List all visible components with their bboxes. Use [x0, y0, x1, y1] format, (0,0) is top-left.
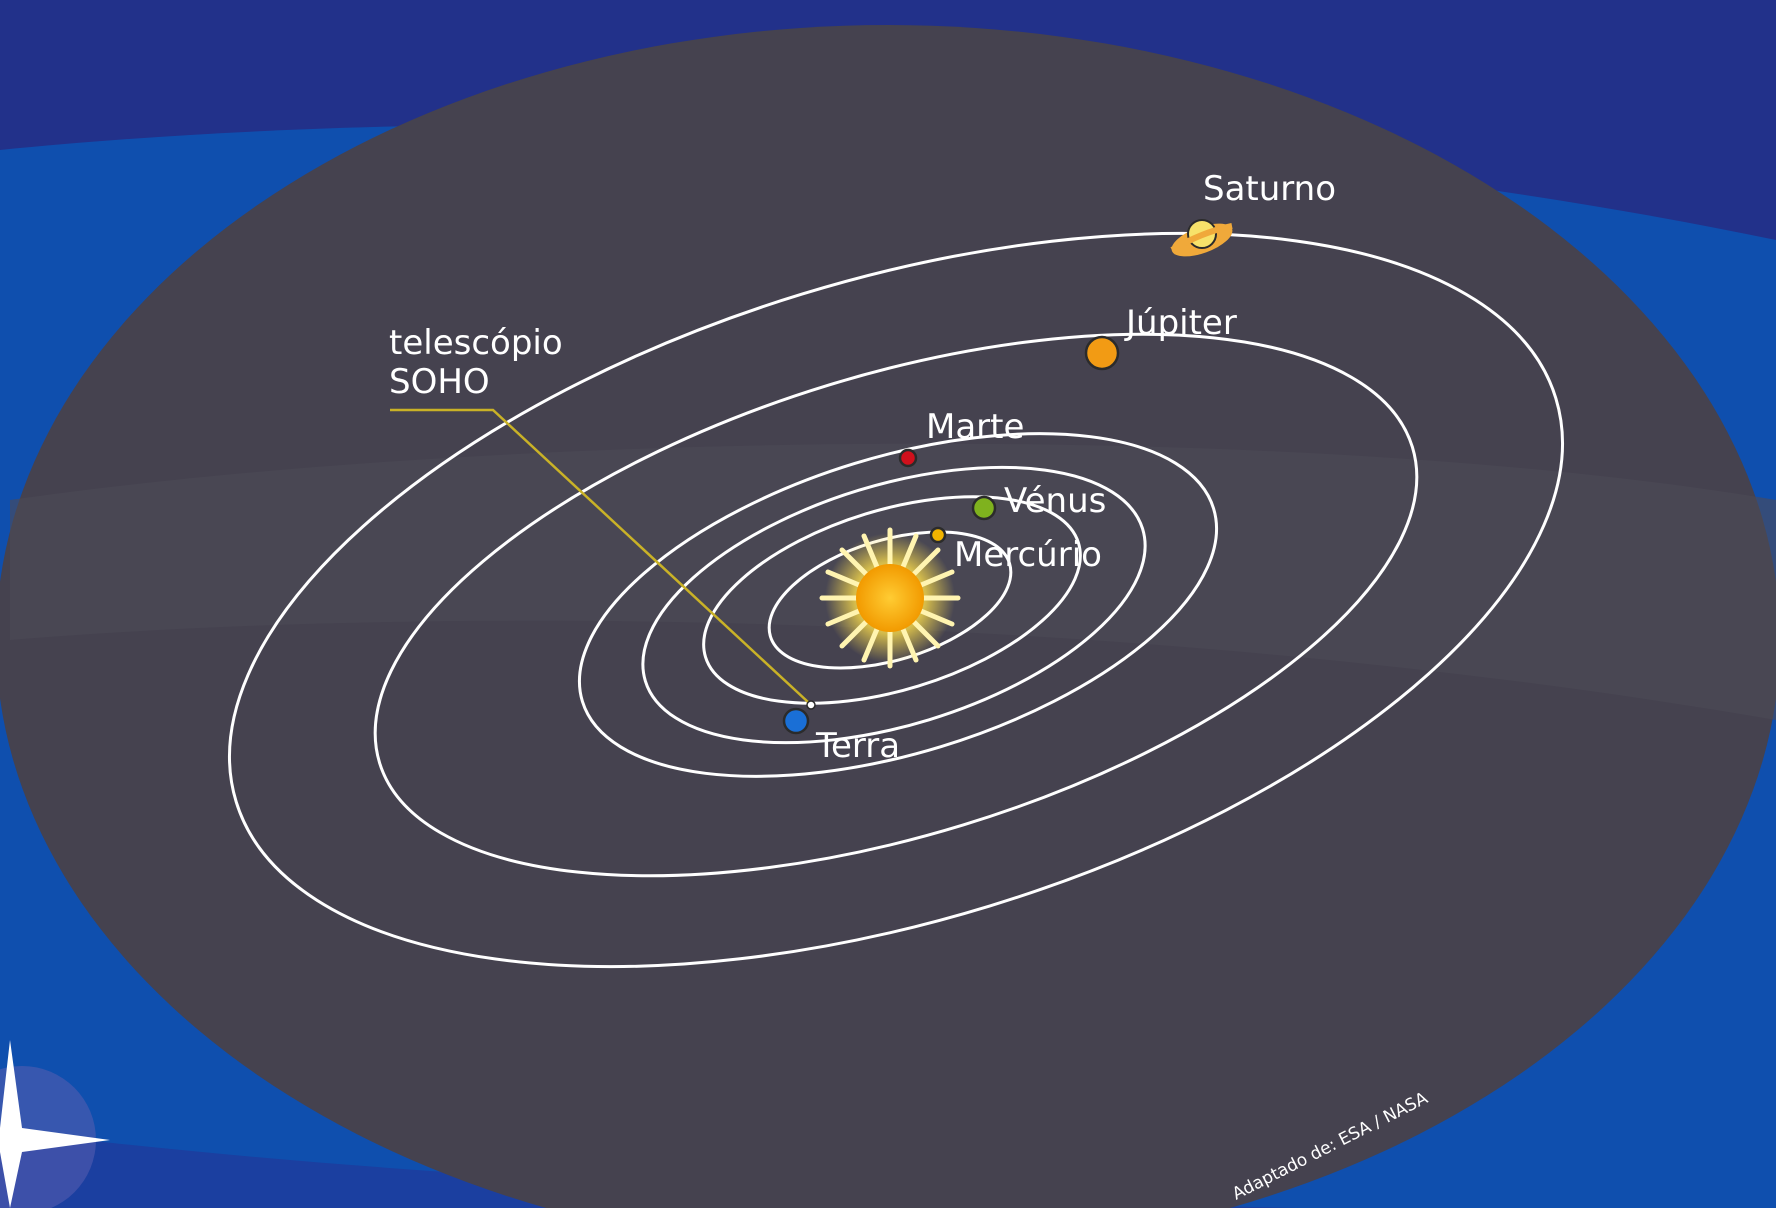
orbit-jupiter	[373, 332, 1419, 878]
sun	[819, 527, 961, 669]
saturn-planet	[1170, 219, 1233, 257]
orbit-earth	[641, 465, 1147, 745]
telescope-label-line1: telescópio	[389, 323, 563, 363]
mars-planet	[898, 448, 918, 468]
soho-pointer-line	[390, 408, 809, 703]
earth-label: Terra	[815, 726, 900, 766]
saturn-label: Saturno	[1203, 169, 1336, 209]
orbit-mars	[577, 432, 1219, 778]
jupiter-label: Júpiter	[1124, 303, 1237, 343]
orbit-saturn	[228, 231, 1564, 969]
telescope-label-line2: SOHO	[389, 362, 490, 402]
soho-probe	[806, 700, 816, 710]
planets	[782, 335, 1120, 735]
venus-planet	[971, 495, 997, 521]
jupiter-planet	[1084, 335, 1120, 371]
earth-planet	[782, 707, 810, 735]
four-point-star-icon	[0, 1040, 110, 1208]
orbit-venus	[702, 495, 1082, 705]
orbits	[228, 231, 1564, 969]
venus-label: Vénus	[1004, 481, 1106, 521]
mars-label: Marte	[926, 407, 1024, 447]
mercury-planet	[929, 526, 947, 544]
mercury-label: Mercúrio	[954, 535, 1102, 575]
background-band-lower	[0, 1130, 1300, 1208]
